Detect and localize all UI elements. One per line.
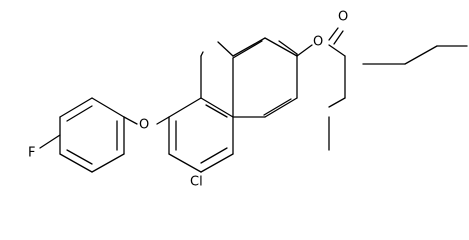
propyl-chain bbox=[362, 45, 468, 65]
bond bbox=[232, 37, 266, 57]
pyranone-upper bbox=[232, 40, 298, 118]
bond bbox=[217, 41, 234, 57]
atom-label-ring-oxygen: O bbox=[313, 35, 323, 50]
double-bond-inner bbox=[263, 98, 292, 116]
benzyloxy-linker bbox=[123, 116, 170, 125]
bond bbox=[404, 45, 438, 65]
pyranone-ring bbox=[200, 37, 298, 118]
bond bbox=[232, 40, 263, 59]
atom-label-chlorine: Cl bbox=[190, 175, 203, 190]
fluorophenyl-ring bbox=[39, 97, 125, 173]
double-bond-inner bbox=[66, 105, 93, 122]
lactone-ring bbox=[296, 44, 346, 108]
bond bbox=[91, 153, 125, 173]
molecule-structure: O O O Cl F bbox=[28, 10, 468, 190]
bond bbox=[156, 116, 170, 125]
bond bbox=[200, 153, 234, 173]
bond bbox=[168, 97, 202, 118]
bond bbox=[264, 37, 298, 57]
bond bbox=[328, 27, 339, 41]
bond bbox=[123, 116, 138, 125]
carbonyl-group bbox=[328, 27, 344, 45]
structure-canvas: O O O Cl F bbox=[28, 10, 468, 190]
bond bbox=[59, 97, 93, 118]
benzo-ring bbox=[168, 97, 234, 173]
atom-label-ether-oxygen: O bbox=[139, 118, 149, 133]
double-bond-inner bbox=[66, 149, 93, 165]
bond bbox=[91, 97, 125, 118]
double-bond-inner bbox=[205, 104, 228, 118]
bond bbox=[264, 97, 298, 118]
bond bbox=[200, 51, 204, 57]
fluoro-bond bbox=[39, 134, 61, 149]
bond bbox=[328, 44, 346, 57]
bond bbox=[59, 153, 93, 173]
bond bbox=[168, 153, 202, 173]
bond bbox=[296, 44, 313, 57]
atom-label-carbonyl-oxygen: O bbox=[338, 10, 348, 25]
atom-label-fluorine: F bbox=[28, 146, 35, 161]
bond bbox=[278, 40, 298, 55]
bond bbox=[200, 97, 234, 118]
double-bond-inner bbox=[200, 147, 228, 164]
bond bbox=[328, 97, 346, 108]
double-bond bbox=[333, 30, 344, 45]
